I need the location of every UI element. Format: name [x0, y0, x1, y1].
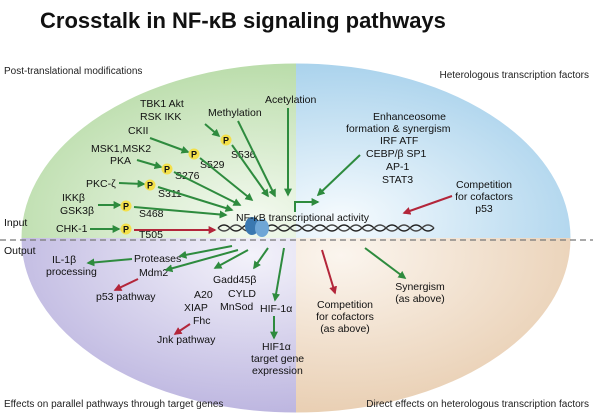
- arrow-to-jnk: [173, 323, 191, 335]
- label-hif1a-target-1: HIF1α: [262, 341, 291, 353]
- label-p53: p53: [475, 203, 493, 215]
- label-hif1a: HIF-1α: [260, 303, 292, 315]
- label-output: Output: [4, 245, 36, 257]
- arrow-s529-to-nfkb: [199, 157, 254, 202]
- phospho-glyph: P: [191, 150, 197, 160]
- arrow-mdm2-to-p53: [113, 278, 139, 291]
- phospho-glyph: P: [123, 202, 129, 212]
- label-input: Input: [4, 217, 27, 229]
- label-as-above-1: (as above): [320, 323, 370, 335]
- arrow-to-proteases: [178, 245, 233, 259]
- nfkb-dimer-icon: [245, 217, 269, 237]
- arrow-to-hif1a: [272, 247, 285, 302]
- phospho-glyph: P: [123, 225, 129, 235]
- arrow-to-gadd45b: [213, 249, 249, 269]
- kinase-ckii: CKII: [128, 125, 148, 137]
- diagram-title: Crosstalk in NF-κB signaling pathways: [40, 8, 446, 33]
- phospho-s311: P S311: [144, 179, 182, 200]
- label-jnk-pathway: Jnk pathway: [157, 334, 216, 346]
- label-competition: Competition: [456, 179, 512, 191]
- site-s468: S468: [139, 208, 164, 220]
- center-nfkb-activity: NF-κB transcriptional activity: [236, 212, 370, 224]
- label-xiap: XIAP: [184, 302, 208, 314]
- kinase-tbk1-akt: TBK1 Akt: [140, 98, 184, 110]
- label-hif1a-target-3: expression: [252, 365, 303, 377]
- label-formation-synergism: formation & synergism: [346, 123, 451, 135]
- phospho-s276: P S276: [161, 163, 200, 182]
- label-fhc: Fhc: [193, 315, 211, 327]
- arrow-competition-p53: [402, 195, 453, 215]
- arrow-tbk1-to-s536: [204, 123, 221, 138]
- arrow-s311-to-nfkb: [157, 186, 234, 212]
- phospho-glyph: P: [147, 181, 153, 191]
- phospho-s468: P S468: [120, 200, 164, 220]
- arrow-pkc-to-s311: [118, 179, 146, 188]
- phospho-glyph: P: [223, 136, 229, 146]
- label-methylation: Methylation: [208, 107, 262, 119]
- label-heterologous-tf: Heterologous transcription factors: [439, 70, 589, 81]
- label-competition-out: Competition: [317, 299, 373, 311]
- label-il1b: IL-1β: [52, 254, 76, 266]
- label-p53-pathway: p53 pathway: [96, 291, 156, 303]
- label-a20: A20: [194, 289, 213, 301]
- phospho-t505: P T505: [120, 223, 163, 241]
- kinase-pka: PKA: [110, 155, 131, 167]
- label-cyld: CYLD: [228, 288, 256, 300]
- kinase-ikkb: IKKβ: [62, 192, 85, 204]
- label-stat3: STAT3: [382, 174, 413, 186]
- kinase-pkc: PKC-ζ: [86, 178, 116, 190]
- arrow-methylation: [237, 120, 276, 198]
- arrow-to-synergism: [364, 247, 407, 279]
- label-synergism: Synergism: [395, 281, 445, 293]
- site-s311: S311: [158, 188, 182, 200]
- phospho-glyph: P: [164, 165, 170, 175]
- label-for-cofactors: for cofactors: [455, 191, 513, 203]
- label-enhanceosome: Enhanceosome: [373, 111, 446, 123]
- kinase-msk: MSK1,MSK2: [91, 143, 151, 155]
- transcription-start-arrow: [294, 198, 320, 212]
- label-mnsod: MnSod: [220, 301, 253, 313]
- kinase-rsk-ikk: RSK IKK: [140, 111, 181, 123]
- label-for-cofactors-out: for cofactors: [316, 311, 374, 323]
- label-mdm2: Mdm2: [139, 267, 168, 279]
- label-as-above-2: (as above): [395, 293, 445, 305]
- label-irf-atf: IRF ATF: [380, 135, 418, 147]
- label-post-translational: Post-translational modifications: [4, 66, 142, 77]
- label-ap1: AP-1: [386, 161, 410, 173]
- arrow-proteases-to-il1b: [86, 258, 133, 267]
- label-acetylation: Acetylation: [265, 94, 317, 106]
- ellipse-outline: [20, 62, 572, 414]
- label-il1b-processing: processing: [46, 266, 97, 278]
- arrow-to-mdm2: [164, 249, 239, 273]
- arrow-to-competition-out: [321, 249, 337, 295]
- arrow-s468-to-nfkb: [133, 206, 228, 219]
- arrow-ckii-to-s529: [149, 137, 190, 154]
- arrow-msk-to-s276: [136, 159, 163, 170]
- label-cebp-sp1: CEBP/β SP1: [366, 148, 426, 160]
- kinase-gsk3b: GSK3β: [60, 205, 94, 217]
- label-gadd45b: Gadd45β: [213, 274, 256, 286]
- arrow-s536-to-nfkb: [231, 144, 269, 198]
- kinase-chk1: CHK-1: [56, 223, 88, 235]
- label-direct-effects: Direct effects on heterologous transcrip…: [366, 399, 589, 410]
- arrow-to-a20-group: [253, 247, 269, 270]
- arrow-enhanceosome: [316, 154, 361, 197]
- site-t505: T505: [139, 229, 163, 241]
- label-hif1a-target-2: target gene: [251, 353, 304, 365]
- site-s276: S276: [175, 170, 200, 182]
- arrow-s276-to-nfkb: [173, 171, 242, 206]
- label-parallel-pathways: Effects on parallel pathways through tar…: [4, 399, 223, 410]
- label-proteases: Proteases: [134, 253, 181, 265]
